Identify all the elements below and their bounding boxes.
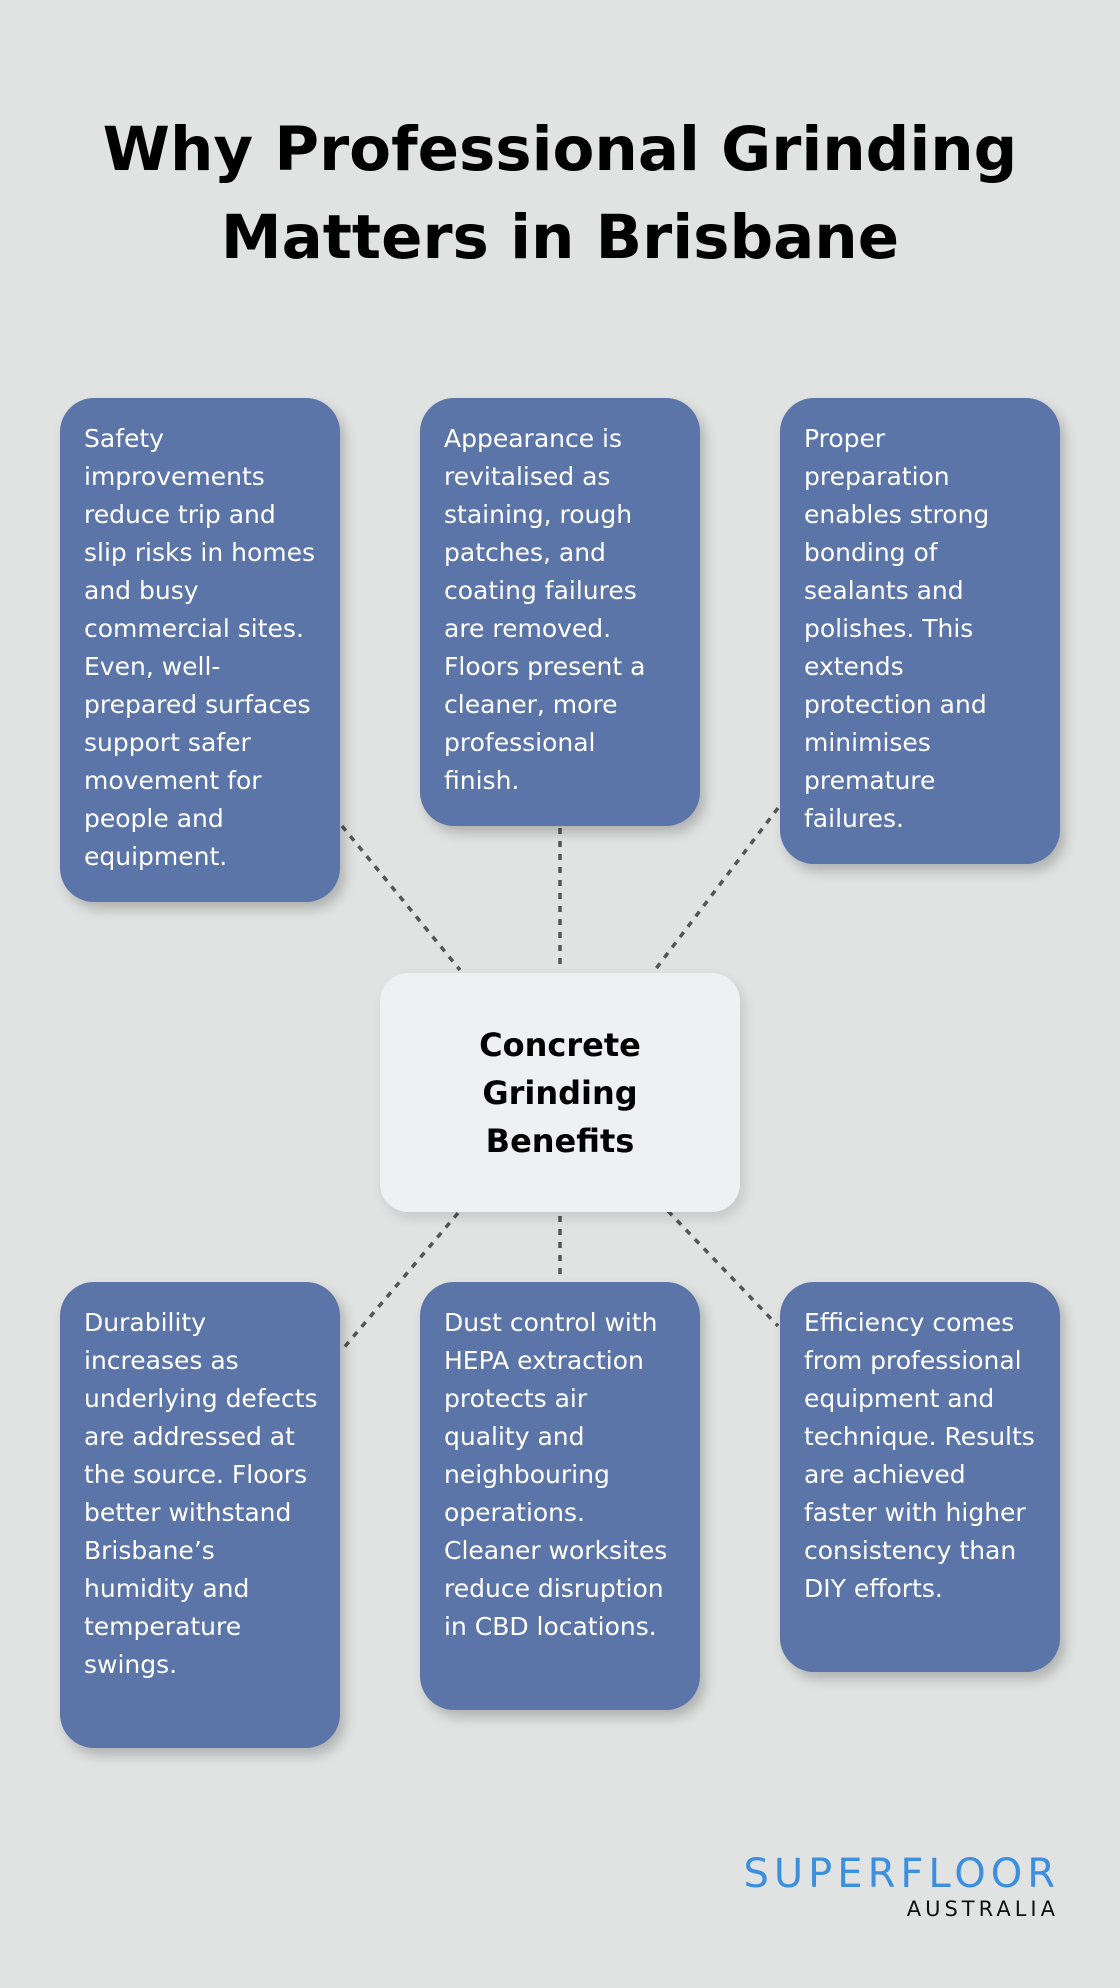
connector-line-bottom-right [666, 1209, 780, 1328]
benefit-card-preparation: Proper preparation enables strong bondin… [780, 398, 1060, 864]
central-topic-label: Concrete Grinding Benefits [479, 1025, 641, 1160]
benefit-card-text: Dust control with HEPA extraction protec… [444, 1308, 668, 1641]
benefit-card-text: Durability increases as underlying defec… [84, 1308, 318, 1679]
central-topic-box: Concrete Grinding Benefits [380, 973, 740, 1212]
connector-line-top-left [340, 824, 462, 972]
benefit-card-durability: Durability increases as underlying defec… [60, 1282, 340, 1748]
benefit-card-text: Efficiency comes from professional equip… [804, 1308, 1035, 1603]
connector-line-top-right [653, 806, 780, 972]
benefit-card-safety: Safety improvements reduce trip and slip… [60, 398, 340, 902]
benefit-card-text: Safety improvements reduce trip and slip… [84, 424, 316, 871]
benefit-card-appearance: Appearance is revitalised as staining, r… [420, 398, 700, 826]
benefit-card-text: Proper preparation enables strong bondin… [804, 424, 990, 833]
brand-logo-name: SUPERFLOOR [743, 1851, 1060, 1897]
brand-logo: SUPERFLOOR AUSTRALIA [640, 1852, 1055, 1922]
benefit-card-dust-control: Dust control with HEPA extraction protec… [420, 1282, 700, 1710]
connector-line-bottom-left [340, 1211, 460, 1352]
benefit-card-text: Appearance is revitalised as staining, r… [444, 424, 646, 795]
page-title: Why Professional Grinding Matters in Bri… [102, 114, 1018, 273]
benefit-card-efficiency: Efficiency comes from professional equip… [780, 1282, 1060, 1672]
brand-logo-subtitle: AUSTRALIA [906, 1897, 1059, 1921]
